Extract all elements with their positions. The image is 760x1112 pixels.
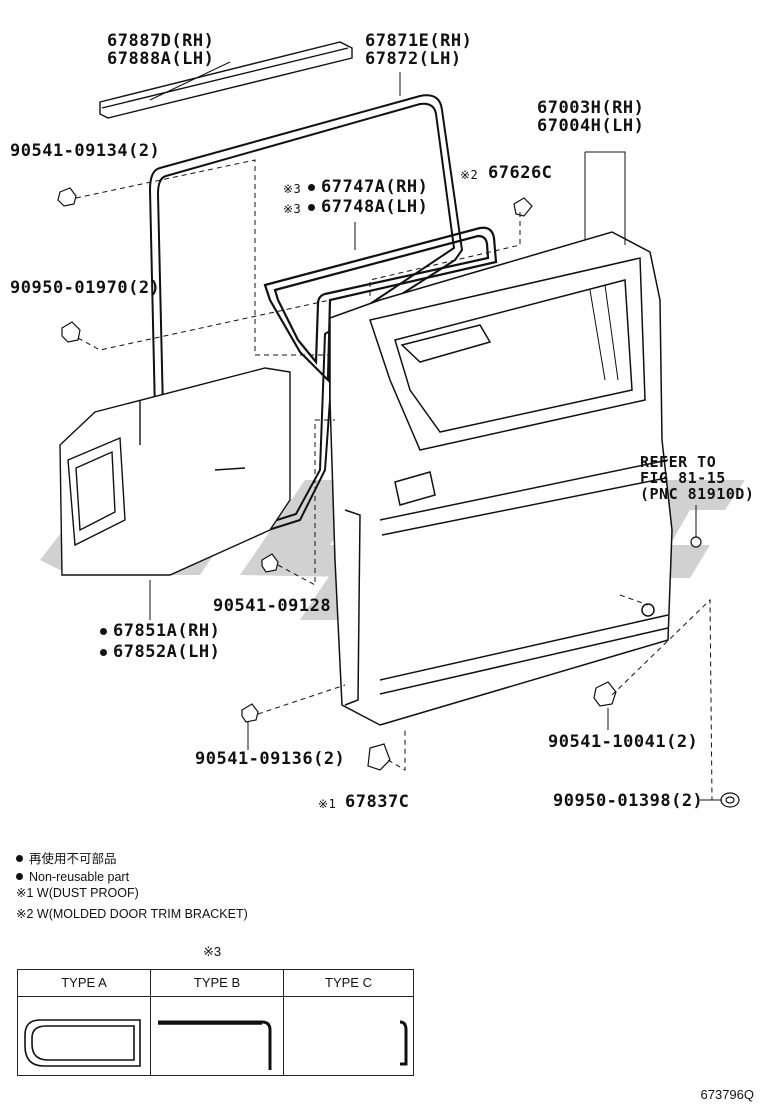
label-67626C: 67626C [488, 163, 553, 183]
legend-dust-proof: ※1 W(DUST PROOF) [16, 886, 139, 900]
figure-code: 673796Q [700, 1087, 755, 1102]
label-90541-09134: 90541-09134(2) [10, 141, 161, 161]
non-reusable-dot [100, 649, 107, 656]
label-67748A: 67748A(LH) [308, 198, 428, 216]
ref-mark-3b: ※3 [283, 202, 302, 216]
label-67747A: 67747A(RH) [308, 178, 428, 196]
clip-90541-09136 [241, 703, 259, 723]
label-67872: 67872(LH) [365, 49, 462, 69]
bracket-67626C [513, 197, 533, 217]
legend-trim-bracket: ※2 W(MOLDED DOOR TRIM BRACKET) [16, 907, 248, 921]
label-67871E: 67871E(RH) [365, 31, 473, 51]
sliding-door-panel [329, 231, 673, 726]
type-b-header: TYPE B [193, 975, 241, 990]
ref-mark-3a: ※3 [283, 182, 302, 196]
label-67852A: 67852A(LH) [100, 643, 220, 661]
legend-dot [16, 855, 23, 862]
type-table: TYPE A TYPE B TYPE C [17, 969, 414, 1076]
non-reusable-dot [100, 628, 107, 635]
label-67747A-text: 67747A(RH) [321, 177, 429, 197]
ref-mark-1: ※1 [318, 797, 337, 811]
type-c-column: TYPE C [284, 970, 413, 1075]
label-90541-10041: 90541-10041(2) [548, 732, 699, 752]
label-90541-09136: 90541-09136(2) [195, 749, 346, 769]
legend-line-2: Non-reusable part [29, 870, 130, 884]
non-reusable-dot [308, 184, 315, 191]
window-frame-garnish [263, 226, 498, 383]
type-b-column: TYPE B [151, 970, 284, 1075]
label-67887D: 67887D(RH) [107, 31, 215, 51]
clip-90541-09128 [261, 553, 279, 573]
clip-90541-09134 [57, 187, 77, 207]
label-67003H: 67003H(RH) [537, 98, 645, 118]
nut-90950-01970 [61, 321, 81, 343]
label-67837C: 67837C [345, 792, 410, 812]
refer-line-3: (PNC 81910D) [640, 485, 755, 503]
label-90950-01970: 90950-01970(2) [10, 278, 161, 298]
type-c-header: TYPE C [325, 975, 372, 990]
label-67888A: 67888A(LH) [107, 49, 215, 69]
type-a-column: TYPE A [18, 970, 151, 1075]
type-table-ref-mark: ※3 [203, 944, 222, 959]
label-67851A: 67851A(RH) [100, 622, 220, 640]
label-90950-01398: 90950-01398(2) [553, 791, 704, 811]
label-90541-09128: 90541-09128 [213, 596, 332, 616]
bracket-67837C [367, 743, 391, 771]
clip-90541-10041 [593, 681, 617, 707]
label-67004H: 67004H(LH) [537, 116, 645, 136]
type-shapes [24, 1019, 408, 1070]
dashed-lines [75, 159, 713, 801]
non-reusable-dot [308, 204, 315, 211]
hole-plug [690, 536, 702, 548]
legend-line-1: 再使用不可部品 [29, 852, 117, 866]
label-67852A-text: 67852A(LH) [113, 642, 221, 662]
legend-non-reusable-en: Non-reusable part [16, 870, 129, 885]
type-a-header: TYPE A [61, 975, 107, 990]
door-trim-panel [59, 367, 291, 576]
label-67748A-text: 67748A(LH) [321, 197, 429, 217]
leader-lines [149, 61, 722, 801]
legend-dot [16, 873, 23, 880]
refer-line-1: REFER TO [640, 453, 717, 471]
ref-mark-2: ※2 [460, 168, 479, 182]
refer-line-2: FIG 81-15 [640, 469, 726, 487]
window-molding-strip [99, 41, 353, 119]
type-table-header-row [18, 970, 413, 997]
clip-fasteners [57, 187, 740, 808]
label-67851A-text: 67851A(RH) [113, 621, 221, 641]
legend-non-reusable-jp: 再使用不可部品 [16, 852, 117, 867]
